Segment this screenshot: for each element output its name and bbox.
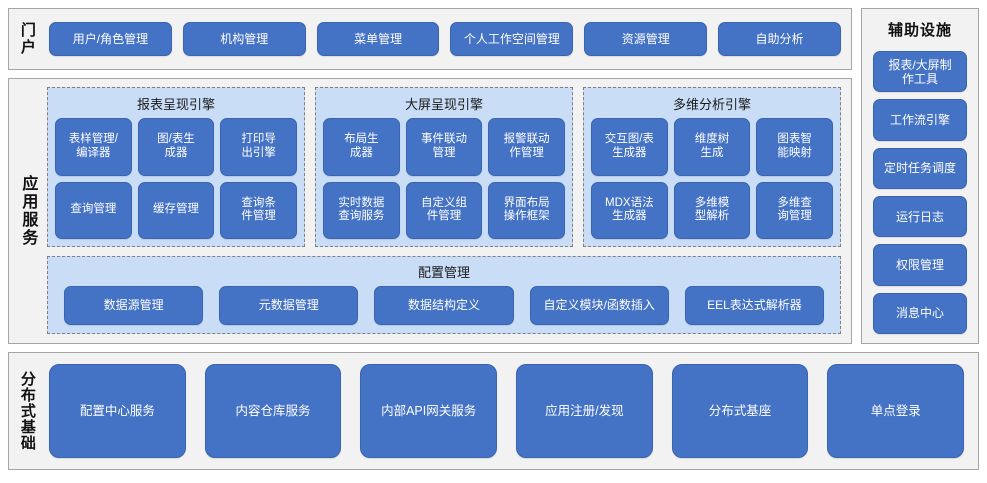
aux-item-workflow-engine[interactable]: 工作流引擎 — [873, 99, 967, 141]
config-item-datasource-management[interactable]: 数据源管理 — [64, 286, 204, 325]
config-management-title: 配置管理 — [417, 265, 470, 280]
aux-item-report-large-screen-authoring-tool[interactable]: 报表/大屏制 作工具 — [873, 51, 967, 93]
dist-item-config-center-service[interactable]: 配置中心服务 — [49, 364, 186, 458]
config-item-eel-expression-parser[interactable]: EEL表达式解析器 — [684, 286, 825, 325]
engine-item-query-management[interactable]: 查询管理 — [55, 181, 132, 239]
config-item-metadata-management[interactable]: 元数据管理 — [219, 286, 359, 325]
portal-item-menu-management[interactable]: 菜单管理 — [316, 22, 440, 56]
engine-multidimensional-analysis: 多维分析引擎 交互图/表 生成器 维度树 生成 图表智 能映射 MDX语法 生成… — [583, 87, 841, 247]
portal-item-resource-management[interactable]: 资源管理 — [584, 22, 708, 56]
dist-item-content-repository-service[interactable]: 内容仓库服务 — [204, 364, 342, 458]
engine-item-realtime-data-query-service[interactable]: 实时数据 查询服务 — [323, 181, 400, 239]
engine-report-rendering: 报表呈现引擎 表样管理/ 编译器 图/表生 成器 打印导 出引擎 查询管理 缓存… — [47, 87, 305, 247]
engine-report-rendering-title: 报表呈现引擎 — [136, 97, 215, 112]
engine-item-event-linkage-management[interactable]: 事件联动 管理 — [405, 118, 483, 176]
portal-section-label: 门户 — [18, 22, 36, 56]
engine-large-screen-rendering-title: 大屏呈现引擎 — [404, 97, 483, 112]
engine-item-multidimensional-model-parsing[interactable]: 多维模 型解析 — [673, 181, 751, 239]
portal-button-group: 用户/角色管理 机构管理 菜单管理 个人工作空间管理 资源管理 自助分析 — [45, 9, 851, 69]
portal-item-personal-workspace-management[interactable]: 个人工作空间管理 — [450, 22, 574, 56]
engine-item-chart-smart-mapping[interactable]: 图表智 能映射 — [756, 118, 833, 176]
config-management-button-group: 数据源管理 元数据管理 数据结构定义 自定义模块/函数插入 EEL表达式解析器 — [56, 286, 832, 325]
engine-large-screen-rendering: 大屏呈现引擎 布局生 成器 事件联动 管理 报警联动 作管理 实时数据 查询服务… — [315, 87, 573, 247]
portal-section: 门户 用户/角色管理 机构管理 菜单管理 个人工作空间管理 资源管理 自助分析 — [8, 8, 852, 70]
distributed-foundation-section: 分布式基础 配置中心服务 内容仓库服务 内部API网关服务 应用注册/发现 分布… — [8, 352, 979, 470]
application-services-section: 应用服务 报表呈现引擎 表样管理/ 编译器 图/表生 成器 打印导 出引擎 查询… — [8, 78, 852, 344]
engine-multidimensional-analysis-title: 多维分析引擎 — [672, 97, 751, 112]
dist-item-single-sign-on[interactable]: 单点登录 — [827, 364, 965, 458]
engine-item-dimension-tree-generation[interactable]: 维度树 生成 — [673, 118, 751, 176]
engine-item-cache-management[interactable]: 缓存管理 — [137, 181, 215, 239]
dist-item-app-registration-discovery[interactable]: 应用注册/发现 — [516, 364, 653, 458]
application-services-body: 报表呈现引擎 表样管理/ 编译器 图/表生 成器 打印导 出引擎 查询管理 缓存… — [45, 79, 851, 343]
portal-item-org-management[interactable]: 机构管理 — [182, 22, 306, 56]
engine-item-multidimensional-query-management[interactable]: 多维查 询管理 — [756, 181, 833, 239]
engine-item-chart-table-generator[interactable]: 图/表生 成器 — [137, 118, 215, 176]
portal-item-self-service-analysis[interactable]: 自助分析 — [718, 22, 841, 56]
distributed-foundation-button-group: 配置中心服务 内容仓库服务 内部API网关服务 应用注册/发现 分布式基座 单点… — [45, 353, 978, 469]
engine-multidimensional-analysis-grid: 交互图/表 生成器 维度树 生成 图表智 能映射 MDX语法 生成器 多维模 型… — [591, 118, 833, 239]
config-item-data-structure-definition[interactable]: 数据结构定义 — [374, 286, 514, 325]
engine-item-template-management-compiler[interactable]: 表样管理/ 编译器 — [55, 118, 132, 176]
engine-report-rendering-grid: 表样管理/ 编译器 图/表生 成器 打印导 出引擎 查询管理 缓存管理 查询条 … — [55, 118, 297, 239]
engine-item-custom-component-management[interactable]: 自定义组 件管理 — [405, 181, 483, 239]
left-column: 门户 用户/角色管理 机构管理 菜单管理 个人工作空间管理 资源管理 自助分析 … — [8, 8, 852, 344]
engine-item-alarm-linkage-action-management[interactable]: 报警联动 作管理 — [488, 118, 565, 176]
auxiliary-facilities-title: 辅助设施 — [887, 22, 952, 39]
engine-large-screen-rendering-grid: 布局生 成器 事件联动 管理 报警联动 作管理 实时数据 查询服务 自定义组 件… — [323, 118, 565, 239]
aux-item-scheduled-task-scheduling[interactable]: 定时任务调度 — [873, 147, 967, 189]
distributed-foundation-section-label: 分布式基础 — [18, 371, 36, 451]
application-services-section-label: 应用服务 — [19, 175, 37, 247]
engine-item-interactive-chart-table-generator[interactable]: 交互图/表 生成器 — [591, 118, 668, 176]
top-area: 门户 用户/角色管理 机构管理 菜单管理 个人工作空间管理 资源管理 自助分析 … — [8, 8, 979, 344]
auxiliary-facilities-section: 辅助设施 报表/大屏制 作工具 工作流引擎 定时任务调度 运行日志 权限管理 消… — [861, 8, 979, 344]
engine-item-ui-layout-operation-framework[interactable]: 界面布局 操作框架 — [488, 181, 565, 239]
engine-item-layout-generator[interactable]: 布局生 成器 — [323, 118, 400, 176]
dist-item-distributed-base[interactable]: 分布式基座 — [671, 364, 809, 458]
engines-row: 报表呈现引擎 表样管理/ 编译器 图/表生 成器 打印导 出引擎 查询管理 缓存… — [47, 87, 841, 247]
portal-item-user-role-management[interactable]: 用户/角色管理 — [49, 22, 172, 56]
aux-item-message-center[interactable]: 消息中心 — [873, 292, 967, 334]
aux-item-runtime-log[interactable]: 运行日志 — [873, 195, 967, 238]
aux-item-permission-management[interactable]: 权限管理 — [873, 244, 967, 286]
dist-item-internal-api-gateway-service[interactable]: 内部API网关服务 — [360, 364, 498, 458]
config-item-custom-module-function-insert[interactable]: 自定义模块/函数插入 — [529, 286, 669, 325]
engine-item-mdx-syntax-generator[interactable]: MDX语法 生成器 — [591, 181, 668, 239]
engine-item-query-condition-management[interactable]: 查询条 件管理 — [220, 181, 297, 239]
config-management-panel: 配置管理 数据源管理 元数据管理 数据结构定义 自定义模块/函数插入 EEL表达… — [47, 256, 841, 334]
engine-item-print-export-engine[interactable]: 打印导 出引擎 — [220, 118, 297, 176]
